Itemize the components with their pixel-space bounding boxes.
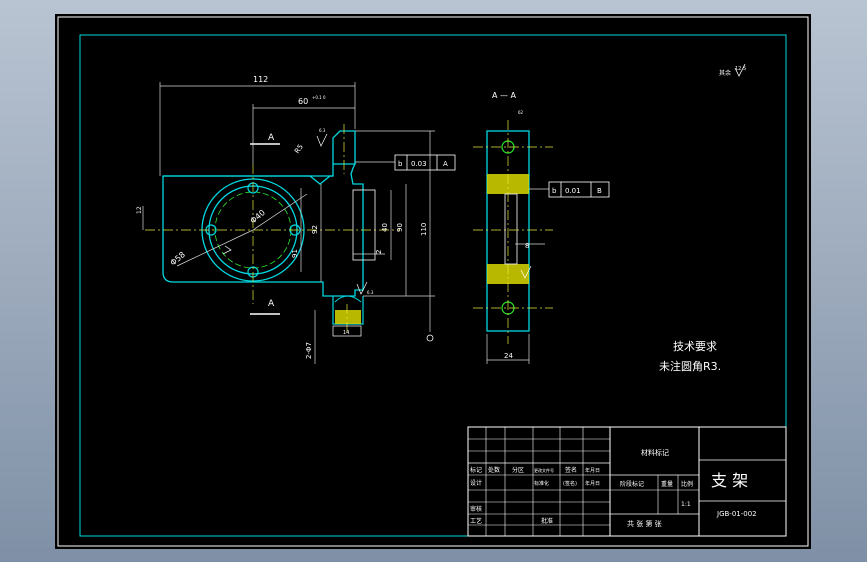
dim-90: 90 (396, 223, 404, 232)
svg-text:处数: 处数 (488, 466, 500, 474)
svg-text:审核: 审核 (470, 505, 482, 513)
dim-12: 12 (136, 206, 143, 214)
cad-drawing: 其余 12.5 A A (57, 16, 809, 547)
svg-text:B: B (597, 187, 602, 195)
roughness-mark-c (356, 281, 368, 295)
upper-lug (332, 130, 356, 164)
right-boss (352, 189, 376, 261)
svg-text:b: b (552, 187, 557, 195)
roughness-mark-d (520, 265, 532, 279)
svg-text:标准化: 标准化 (534, 480, 549, 487)
dim-60-tolerance: +0.1 0 (312, 95, 326, 100)
tech-req-text: 未注圆角R3. (659, 359, 721, 373)
gdt-frame-2: b 0.01 B (548, 181, 610, 198)
dim-2: 2 (375, 250, 383, 254)
dim-60: 60 (298, 97, 308, 106)
tech-req-title: 技术要求 (673, 340, 717, 353)
drawing-number: JGB-01-002 (716, 510, 757, 518)
title-block: 材料标记 标记 处数 分区 更改文件号 签名 年月日 设计 标准化 (签名) 年… (467, 426, 787, 537)
dim-62: 62 (518, 110, 524, 115)
roughness-value: 12.5 (735, 66, 746, 72)
svg-text:批准: 批准 (541, 517, 553, 525)
dim-8: 8 (525, 242, 529, 250)
scale-value: 1:1 (681, 501, 691, 508)
gdt-frame-1: b 0.03 A (394, 154, 456, 171)
svg-text:0.03: 0.03 (411, 160, 427, 168)
front-body-outline (162, 163, 364, 297)
svg-text:阶段标记: 阶段标记 (620, 480, 644, 488)
svg-text:比例: 比例 (681, 480, 693, 488)
svg-text:A: A (443, 160, 448, 168)
svg-text:更改文件号: 更改文件号 (534, 467, 554, 473)
svg-text:年月日: 年月日 (585, 467, 600, 474)
dim-phi58: Φ58 (169, 250, 187, 267)
svg-text:其余: 其余 (719, 69, 731, 77)
dim-40: 40 (381, 223, 389, 232)
roughness-mark-b (222, 245, 232, 255)
section-view: A — A 24 8 62 b 0.01 B (473, 91, 610, 364)
svg-text:签名: 签名 (565, 466, 577, 474)
material-label: 材料标记 (641, 448, 669, 457)
section-title: A — A (492, 91, 517, 100)
roughness-symbol-general: 其余 12.5 (719, 63, 746, 77)
sheet-count: 共 张 第 张 (627, 519, 662, 528)
svg-text:设计: 设计 (470, 479, 482, 487)
svg-text:(签名): (签名) (563, 480, 577, 487)
svg-text:0.01: 0.01 (565, 187, 581, 195)
drawing-canvas: 其余 12.5 A A (55, 14, 811, 549)
inner-border (79, 34, 787, 537)
svg-text:工艺: 工艺 (470, 517, 482, 525)
roughness-mark-a (316, 133, 328, 147)
dim-112: 112 (253, 75, 268, 84)
svg-text:年月日: 年月日 (585, 480, 600, 487)
dim-r5: R5 (293, 143, 305, 155)
dim-24: 24 (504, 352, 513, 360)
svg-text:标记: 标记 (470, 466, 482, 474)
svg-text:重量: 重量 (661, 480, 673, 488)
dim-91: 91 (291, 249, 299, 258)
dim-110: 110 (420, 223, 428, 236)
dim-92: 92 (311, 225, 319, 234)
svg-text:6.3: 6.3 (367, 290, 374, 295)
dim-2phi7: 2-Φ7 (305, 342, 313, 359)
outer-border (57, 16, 809, 547)
section-mark-top: A (268, 133, 275, 143)
drawing-title: 支 架 (711, 471, 748, 490)
front-view: A A 112 60 +0.1 0 R5 Φ40 Φ58 91 92 40 90… (136, 75, 456, 364)
svg-text:b: b (398, 160, 403, 168)
dim-14: 14 (343, 330, 349, 336)
section-mark-bottom: A (268, 299, 275, 309)
svg-text:6.3: 6.3 (319, 128, 326, 133)
svg-text:分区: 分区 (512, 466, 524, 474)
